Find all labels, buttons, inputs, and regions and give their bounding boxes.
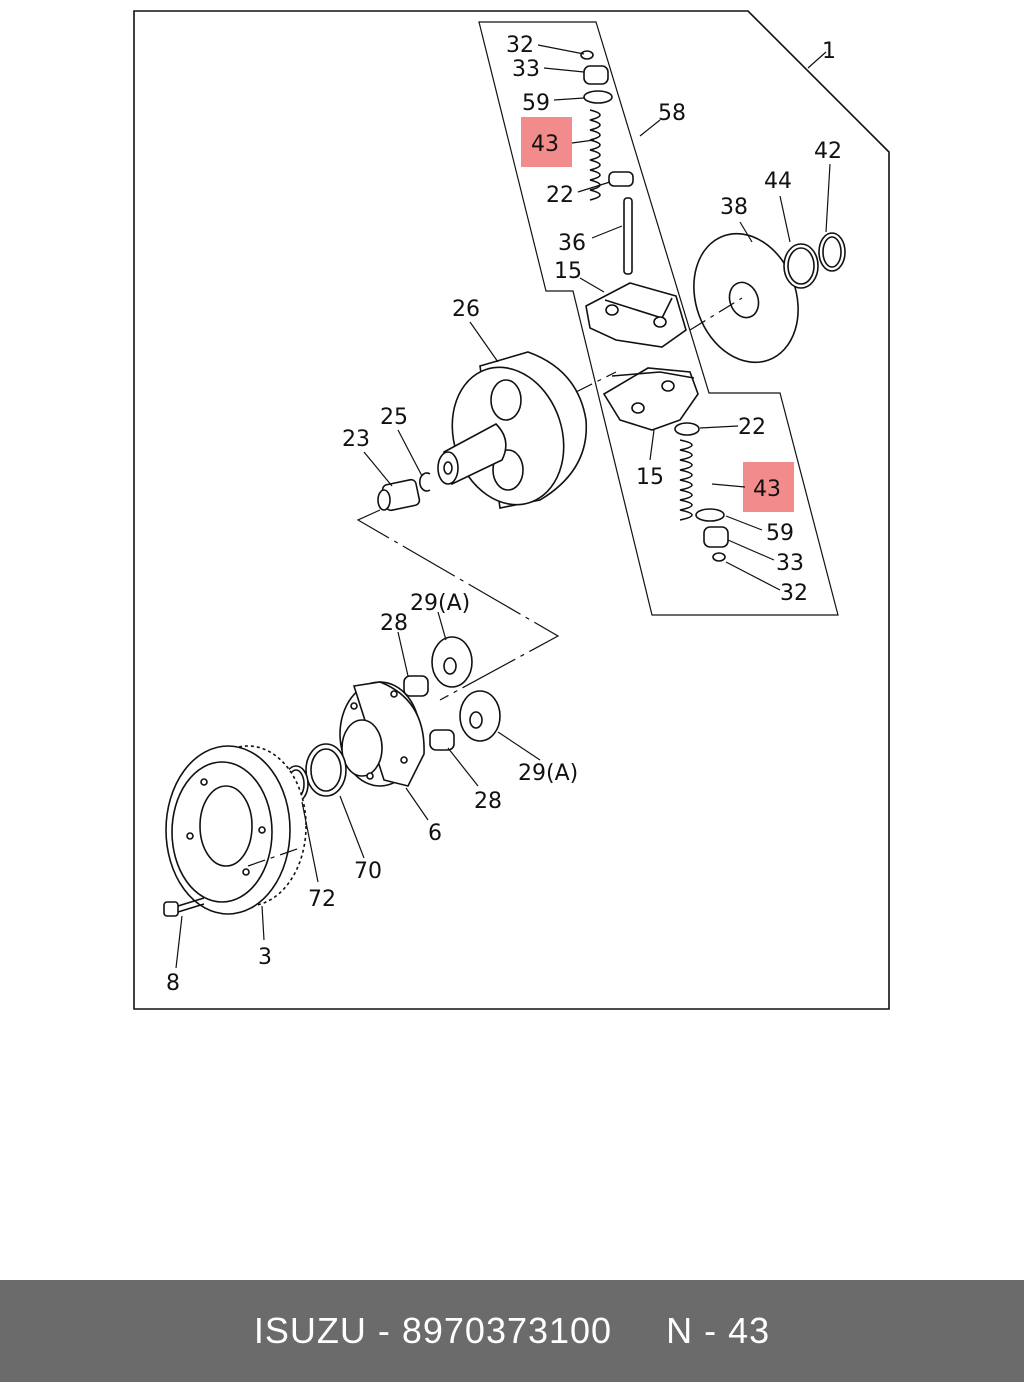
washer-29-lower — [459, 690, 501, 742]
drum-26 — [437, 351, 588, 509]
pin-28-lower — [429, 729, 455, 751]
brand-part-number: ISUZU - 8970373100 — [253, 1310, 613, 1351]
callout-22-upper: 22 — [546, 183, 574, 208]
callout-8: 8 — [166, 971, 180, 996]
callout-38: 38 — [720, 195, 748, 220]
callout-70: 70 — [354, 859, 382, 884]
ring-70 — [305, 743, 347, 797]
diagram-reference: N - 43 — [666, 1310, 771, 1351]
snap-ring-42-inner — [822, 236, 842, 268]
diagram-frame — [133, 10, 890, 1010]
pin-23 — [377, 478, 421, 512]
callout-32-upper: 32 — [506, 33, 534, 58]
callout-33-upper: 33 — [512, 57, 540, 82]
upper-block-15 — [585, 282, 687, 348]
callout-29a-lower: 29(A) — [518, 761, 578, 786]
washer-29-upper-hole — [443, 657, 457, 675]
callout-72: 72 — [308, 887, 336, 912]
pin-28-upper — [403, 675, 429, 697]
parts-diagram: 1 32 33 59 43 58 22 36 15 38 44 42 26 25… — [133, 10, 890, 1010]
centerline-disc — [689, 297, 743, 331]
assembly-line — [356, 509, 560, 701]
callout-25: 25 — [380, 405, 408, 430]
callout-43-lower: 43 — [753, 477, 781, 502]
callout-3: 3 — [258, 945, 272, 970]
highlight-43-upper — [521, 117, 572, 167]
clip-25 — [419, 472, 431, 492]
callout-26: 26 — [452, 297, 480, 322]
washer-29-upper — [431, 636, 473, 688]
callout-58: 58 — [658, 101, 686, 126]
callout-32-lower: 32 — [780, 581, 808, 606]
centerline-gear — [247, 847, 301, 867]
ring-44-inner — [787, 247, 815, 285]
callout-labels: 1 32 33 59 43 58 22 36 15 38 44 42 26 25… — [166, 33, 842, 996]
gear-3 — [165, 745, 307, 915]
callout-44: 44 — [764, 169, 792, 194]
callout-29a-upper: 29(A) — [410, 591, 470, 616]
callout-43-upper: 43 — [531, 132, 559, 157]
callout-33-lower: 33 — [776, 551, 804, 576]
callout-36: 36 — [558, 231, 586, 256]
callout-1: 1 — [822, 39, 836, 64]
highlight-43-lower — [743, 462, 794, 512]
centerline-drum — [575, 371, 617, 393]
carrier-plate-6 — [339, 681, 425, 787]
part-number-banner: ISUZU - 8970373100 N - 43 — [0, 1280, 1024, 1382]
callout-28-lower: 28 — [474, 789, 502, 814]
upper-spring-stack — [580, 50, 634, 275]
callout-22-lower: 22 — [738, 415, 766, 440]
assembly-outline — [478, 21, 839, 616]
bolt-8 — [163, 897, 205, 917]
callout-15-lower: 15 — [636, 465, 664, 490]
callout-42: 42 — [814, 139, 842, 164]
callout-15-upper: 15 — [554, 259, 582, 284]
callout-59-lower: 59 — [766, 521, 794, 546]
callout-59-upper: 59 — [522, 91, 550, 116]
leader-lines — [175, 44, 831, 969]
callout-6: 6 — [428, 821, 442, 846]
ring-44 — [783, 243, 819, 289]
lower-spring-stack — [674, 422, 729, 562]
lower-block-15 — [602, 367, 699, 431]
washer-29-lower-hole — [469, 711, 483, 729]
callout-23: 23 — [342, 427, 370, 452]
ring-70-inner — [310, 748, 342, 792]
callout-28-upper: 28 — [380, 611, 408, 636]
